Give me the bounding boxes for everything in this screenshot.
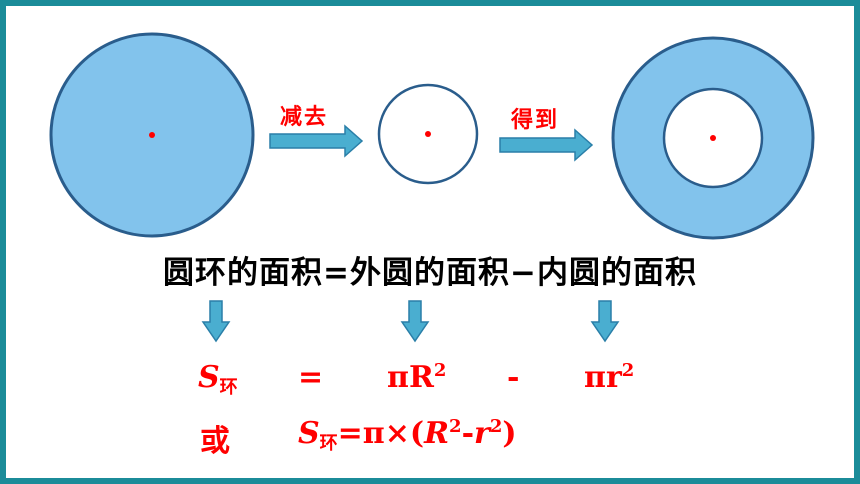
arrow-subtract — [269, 124, 364, 158]
outer-circle-center — [149, 132, 155, 138]
down-arrow-2 — [400, 300, 430, 343]
formula-s-ring: S环 — [198, 360, 238, 398]
pi-r-small: πr — [584, 360, 622, 395]
label-subtract: 减去 — [280, 105, 329, 130]
pi-times-open: =π×( — [337, 416, 425, 451]
subscript-ring-2: 环 — [319, 433, 338, 454]
word-or: 或 — [200, 424, 230, 459]
subscript-ring: 环 — [219, 377, 238, 398]
label-get: 得到 — [511, 108, 560, 133]
symbol-r-small: r — [474, 416, 490, 451]
formula-equals: = — [298, 360, 324, 395]
dash: - — [461, 416, 475, 451]
formula-pi-r-small: πr2 — [584, 360, 634, 395]
exp2: 2 — [489, 416, 503, 437]
arrow-get — [499, 128, 594, 162]
formula-full: S环=π×(R2-r2) — [298, 416, 517, 454]
symbol-s: S — [198, 360, 220, 395]
annulus-center — [710, 135, 716, 141]
down-arrow-3 — [590, 300, 620, 343]
close-paren: ) — [502, 416, 517, 451]
down-arrow-1 — [201, 300, 231, 343]
pi-r-big: πR — [387, 360, 434, 395]
inner-circle-center — [425, 131, 431, 137]
area-sentence: 圆环的面积=外圆的面积−内圆的面积 — [163, 255, 697, 291]
symbol-s-2: S — [298, 416, 320, 451]
formula-minus: - — [507, 360, 520, 395]
exp1: 2 — [449, 416, 462, 437]
formula-pi-r-big: πR2 — [387, 360, 446, 395]
exp-big: 2 — [433, 360, 447, 381]
symbol-r-big: R — [424, 416, 450, 451]
exp-small: 2 — [621, 360, 635, 381]
